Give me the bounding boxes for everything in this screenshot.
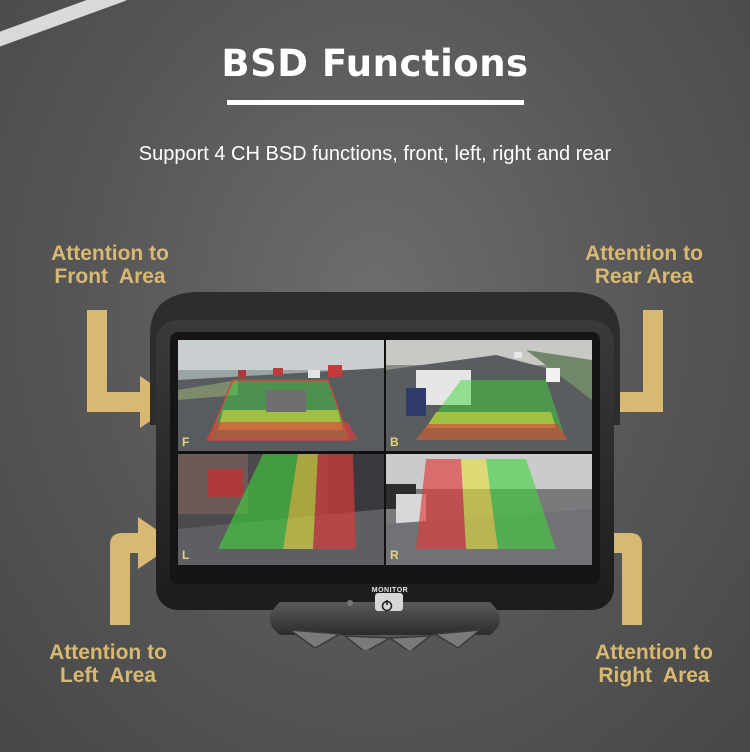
front-camera-view: F [178, 340, 384, 452]
rear-camera-view: B [386, 340, 592, 452]
front-view-letter: F [182, 434, 190, 449]
power-icon [381, 600, 393, 612]
rear-view-letter: B [390, 434, 399, 449]
page-title: BSD Functions [221, 42, 529, 85]
right-view-letter: R [390, 548, 399, 562]
title-underline [227, 100, 524, 105]
callout-left: Attention to Left Area [49, 641, 167, 687]
left-camera-view: L [178, 453, 384, 566]
monitor-screen: F B L [178, 340, 592, 565]
left-view-letter: L [182, 548, 190, 562]
callout-rear: Attention to Rear Area [585, 242, 703, 288]
monitor-label: MONITOR [371, 587, 409, 594]
page-subtitle: Support 4 CH BSD functions, front, left,… [138, 143, 612, 165]
left-arrow-icon [90, 517, 176, 625]
right-camera-view: R [386, 453, 592, 566]
callout-right: Attention to Right Area [595, 641, 713, 687]
callout-front: Attention to Front Area [51, 242, 169, 288]
